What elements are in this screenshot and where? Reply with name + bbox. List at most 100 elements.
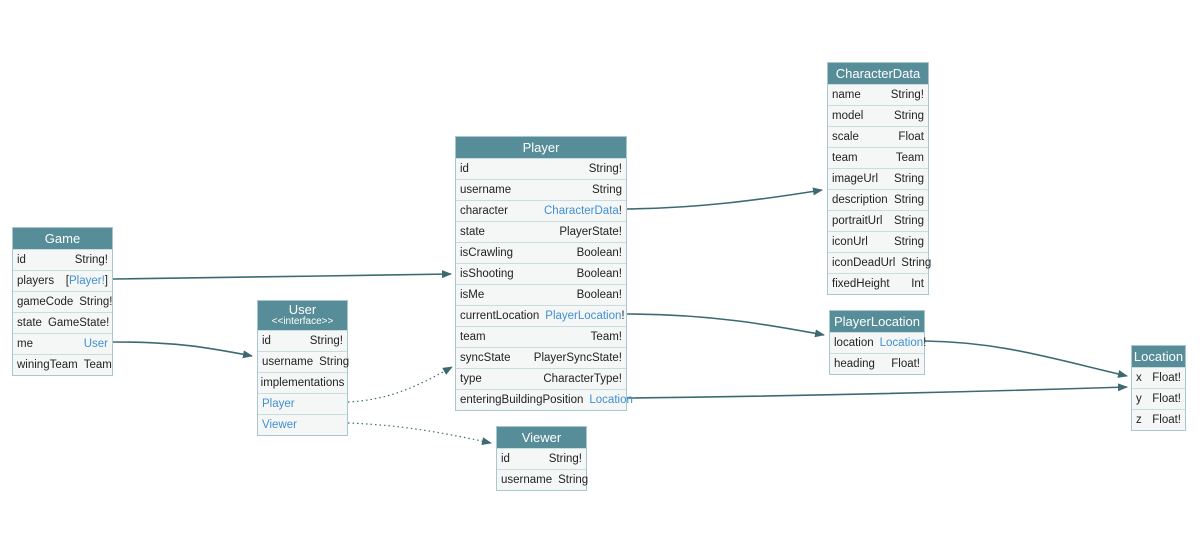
field-name: z: [1136, 414, 1142, 426]
field-row-id[interactable]: id String!: [258, 330, 347, 351]
field-name: winingTeam: [17, 359, 78, 371]
field-type: String: [893, 215, 924, 227]
node-header[interactable]: Player: [456, 137, 626, 158]
node-header[interactable]: Location: [1132, 346, 1185, 367]
field-name: state: [17, 317, 42, 329]
node-header[interactable]: Game: [13, 228, 112, 249]
field-type: String!: [309, 335, 343, 347]
implementation-name[interactable]: Player: [262, 398, 295, 410]
implementation-viewer[interactable]: Viewer: [258, 414, 347, 435]
field-type: Float!: [1152, 414, 1181, 426]
field-name: currentLocation: [460, 310, 540, 322]
type-suffix: ]: [104, 275, 108, 287]
field-type: Team!: [590, 331, 622, 343]
field-type: String: [558, 474, 589, 486]
field-type: Team: [83, 359, 112, 371]
implementation-player[interactable]: Player: [258, 393, 347, 414]
node-title: Game: [44, 231, 81, 246]
node-header[interactable]: Viewer: [497, 427, 586, 448]
field-name: isMe: [460, 289, 485, 301]
field-name: enteringBuildingPosition: [460, 394, 584, 406]
field-name: model: [832, 110, 864, 122]
node-header[interactable]: PlayerLocation: [830, 311, 924, 332]
field-type: String: [893, 194, 924, 206]
field-name: username: [501, 474, 553, 486]
field-type: [Player!]: [66, 271, 108, 291]
field-name: id: [262, 335, 271, 347]
type-link[interactable]: Player!: [69, 275, 105, 287]
field-type: String: [893, 236, 924, 248]
field-row-winingTeam[interactable]: winingTeam Team: [13, 354, 112, 375]
field-type: String: [319, 356, 350, 368]
node-header[interactable]: User<<interface>>: [258, 301, 347, 330]
field-name: x: [1136, 372, 1142, 384]
field-type: Boolean!: [576, 247, 622, 259]
field-name: heading: [834, 358, 875, 370]
field-name: character: [460, 205, 508, 217]
type-link[interactable]: PlayerLocation: [545, 310, 622, 322]
field-type: User: [84, 334, 108, 354]
field-name: isCrawling: [460, 247, 514, 259]
field-row-username[interactable]: username String: [497, 469, 589, 490]
node-title: Player: [522, 140, 560, 155]
field-type: Float: [898, 131, 924, 143]
node-title: Viewer: [521, 430, 562, 445]
field-row-players[interactable]: players[Player!]: [13, 270, 112, 291]
field-type: CharacterData!: [544, 201, 622, 221]
field-name: team: [460, 331, 486, 343]
field-row-z[interactable]: z Float!: [1132, 409, 1185, 430]
type-link[interactable]: CharacterData: [544, 205, 619, 217]
field-row-currentLocation[interactable]: currentLocation PlayerLocation!: [456, 305, 626, 326]
type-link[interactable]: User: [83, 338, 108, 350]
field-row-team[interactable]: team Team!: [456, 326, 626, 347]
field-type: Team: [895, 152, 924, 164]
field-name: iconDeadUrl: [832, 257, 896, 269]
edge-player-enteringbuildingposition-to-location: [626, 383, 1128, 399]
field-type: Int: [911, 278, 924, 290]
field-row-character[interactable]: character CharacterData!: [456, 200, 626, 221]
type-link[interactable]: Location: [879, 337, 924, 349]
field-row-isCrawling[interactable]: isCrawling Boolean!: [456, 242, 626, 263]
field-name: location: [834, 337, 874, 349]
type-suffix: !: [621, 310, 625, 322]
edge-game-me-to-user: [112, 341, 253, 359]
field-row-enteringBuildingPosition[interactable]: enteringBuildingPosition Location: [456, 389, 633, 410]
implementation-name[interactable]: Viewer: [262, 419, 297, 431]
type-link[interactable]: Location: [589, 394, 633, 406]
node-header[interactable]: CharacterData: [828, 63, 928, 84]
